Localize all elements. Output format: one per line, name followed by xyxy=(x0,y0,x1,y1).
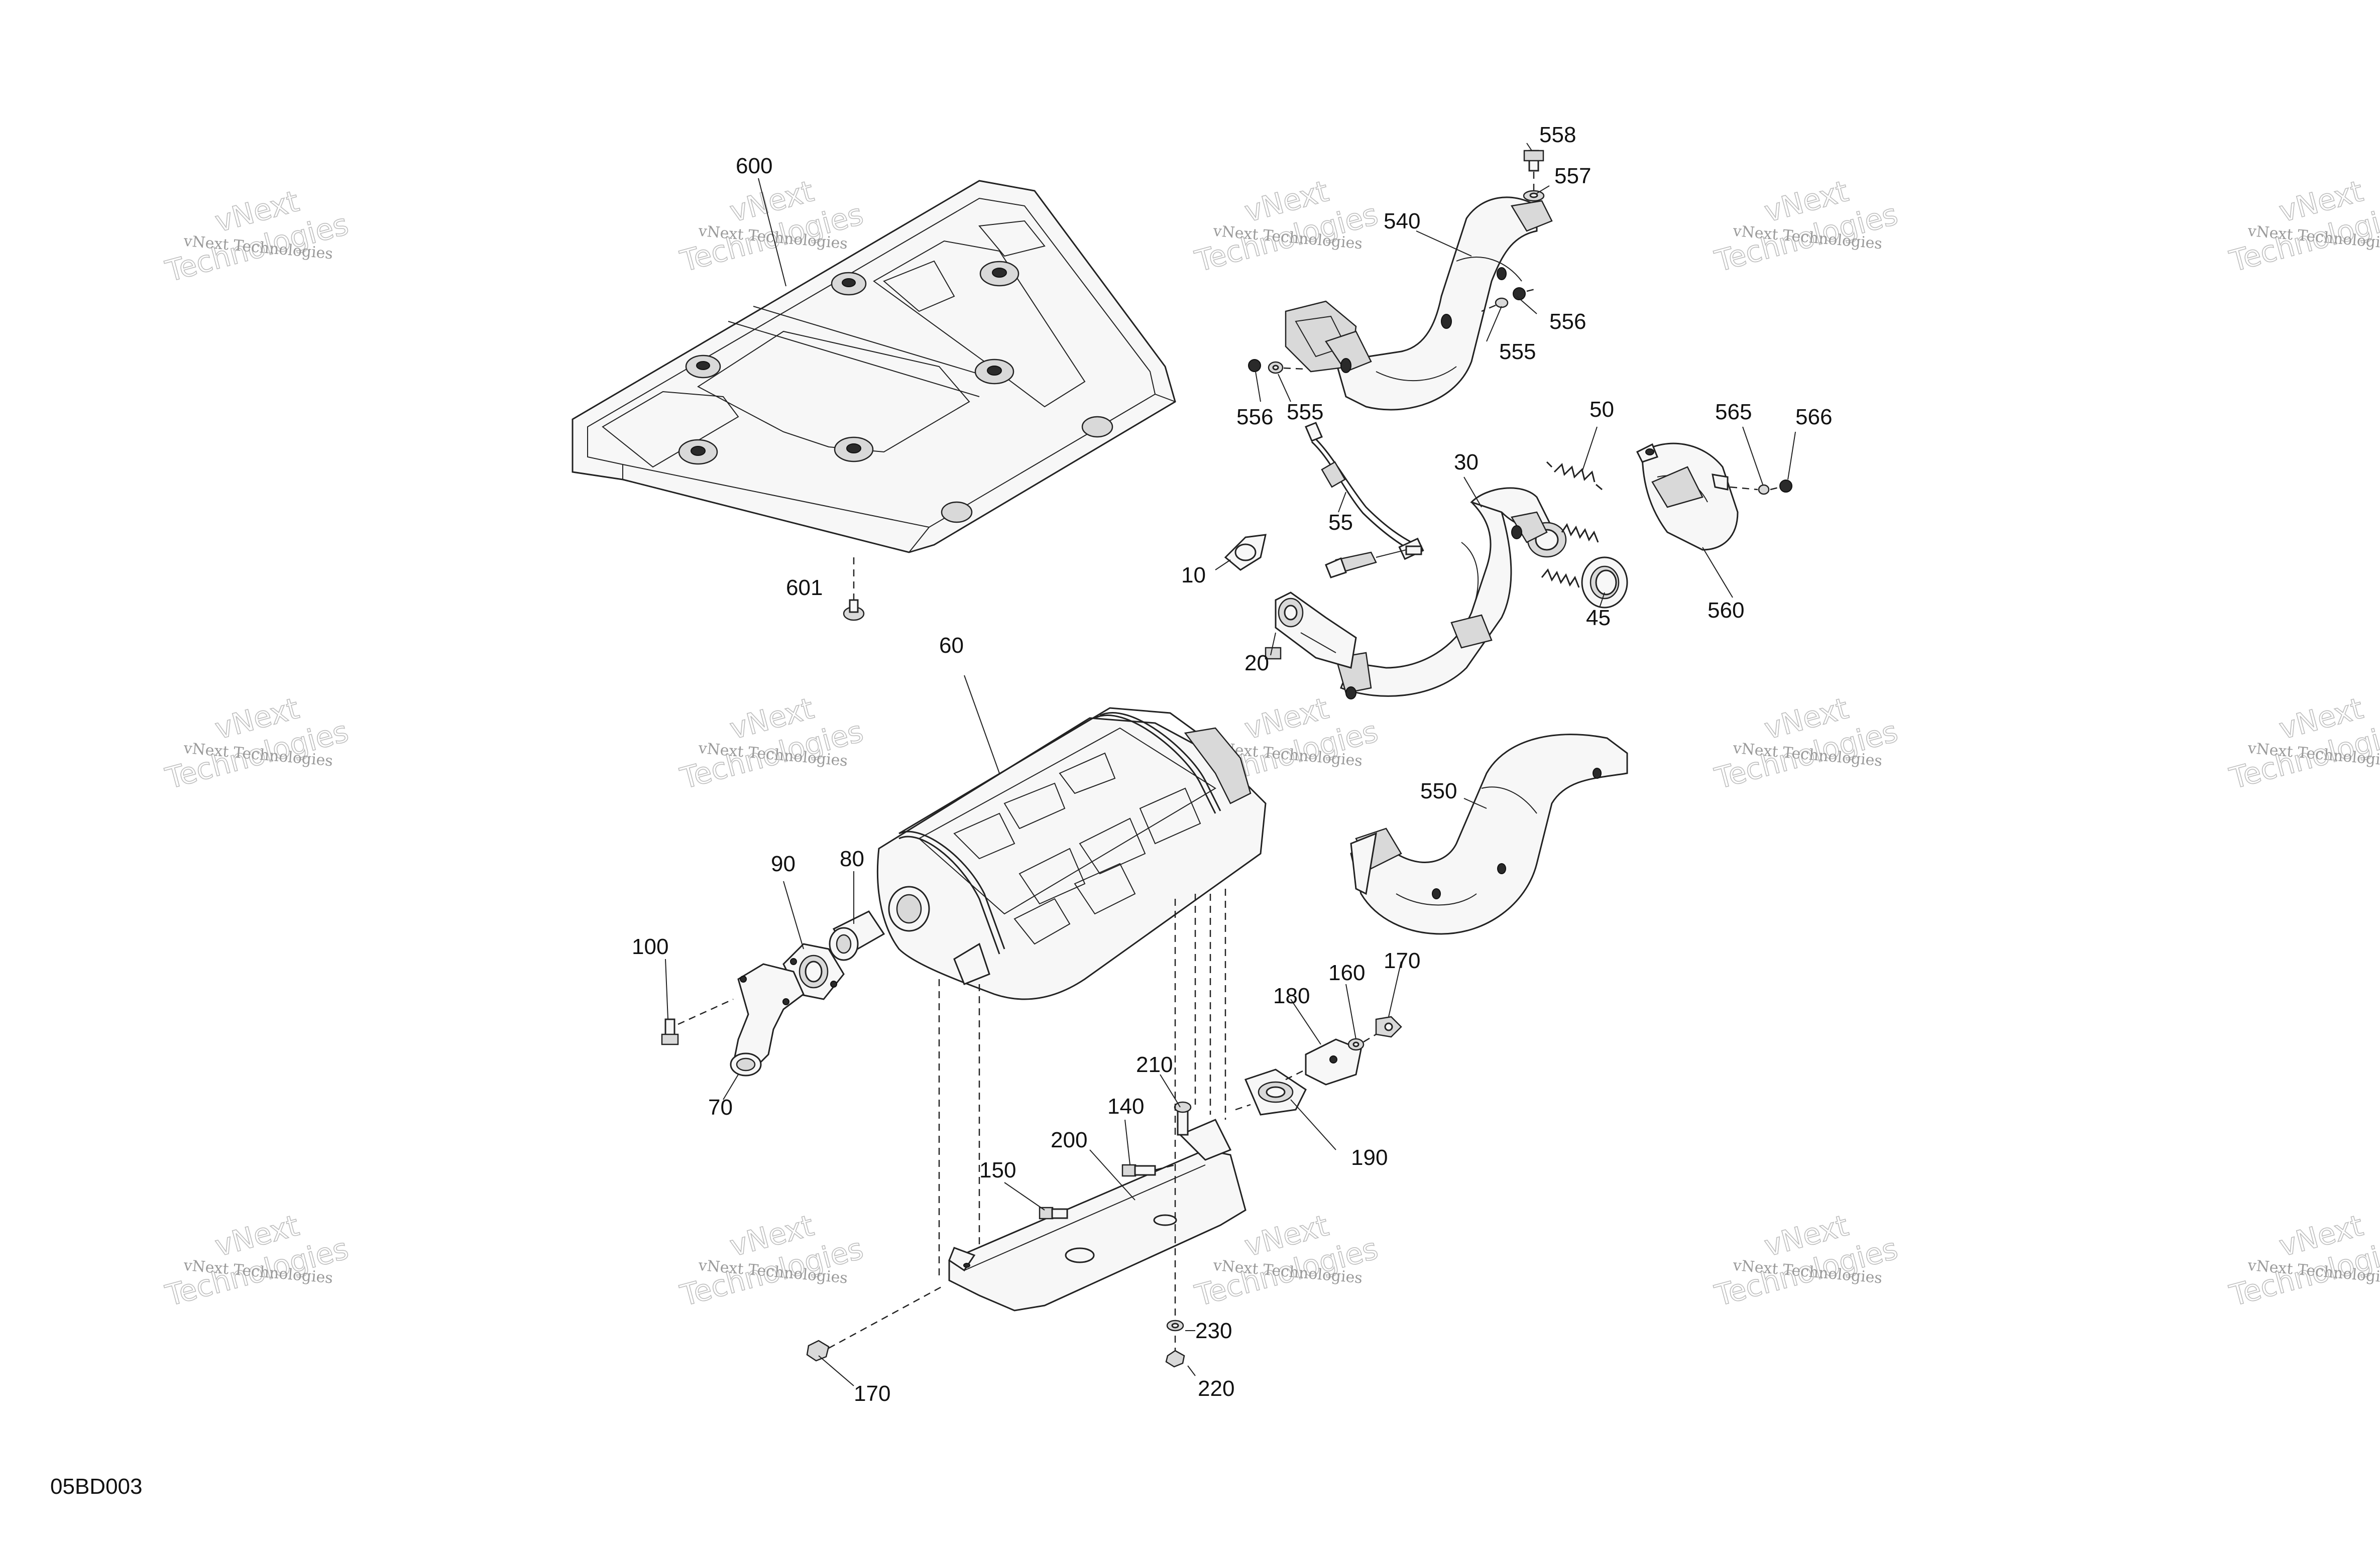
oxygen-sensor xyxy=(1305,422,1424,578)
flange-20 xyxy=(1265,591,1357,669)
exhaust-pipe-upper xyxy=(1285,196,1553,411)
watermark: Technologies vNext vNext Technologies xyxy=(676,690,867,796)
gasket-10 xyxy=(1224,534,1267,571)
callout-230: 230 xyxy=(1195,1319,1232,1343)
rubber-mount-190 xyxy=(1244,1069,1307,1116)
callout-170-lower: 170 xyxy=(854,1381,890,1406)
callout-50: 50 xyxy=(1590,397,1614,422)
watermark: Technologies vNext vNext Technologies xyxy=(676,173,867,279)
callout-560: 560 xyxy=(1708,598,1744,623)
callout-100: 100 xyxy=(632,934,668,959)
callout-210: 210 xyxy=(1136,1052,1173,1077)
pipe-bolt-556-right xyxy=(1481,287,1537,312)
callout-30: 30 xyxy=(1454,450,1479,474)
callout-55: 55 xyxy=(1328,510,1353,535)
watermark: Technologies vNext vNext Technologies xyxy=(2225,173,2380,279)
callout-220: 220 xyxy=(1198,1376,1234,1401)
washer-160 xyxy=(1347,1038,1365,1051)
callout-566: 566 xyxy=(1795,405,1832,429)
watermark: Technologies vNext vNext Technologies xyxy=(1191,173,1382,279)
callout-45: 45 xyxy=(1586,606,1611,630)
watermark: Technologies vNext vNext Technologies xyxy=(2225,690,2380,796)
callout-170-upper: 170 xyxy=(1384,948,1420,973)
callout-80: 80 xyxy=(840,847,864,871)
watermark: Technologies vNext vNext Technologies xyxy=(1711,1208,1901,1313)
callout-180: 180 xyxy=(1273,984,1310,1008)
nut-170-upper xyxy=(1363,1016,1402,1043)
watermark: Technologies vNext vNext Technologies xyxy=(1711,173,1901,279)
callout-10: 10 xyxy=(1181,563,1206,587)
callout-565: 565 xyxy=(1715,400,1752,424)
tail-pipe-70 xyxy=(730,963,805,1077)
callout-600: 600 xyxy=(736,154,772,178)
ring-seal-45 xyxy=(1581,556,1628,609)
leader-lines xyxy=(665,143,1796,1386)
callout-90: 90 xyxy=(771,852,796,876)
callout-550: 550 xyxy=(1420,779,1457,803)
callout-557: 557 xyxy=(1554,164,1591,188)
callout-20: 20 xyxy=(1244,651,1269,675)
figure-code: 05BD003 xyxy=(50,1474,142,1499)
callout-558: 558 xyxy=(1539,123,1576,147)
exhaust-pipe-shield-550 xyxy=(1350,734,1628,935)
bolt-150 xyxy=(1039,1207,1068,1220)
watermark: Technologies vNext vNext Technologies xyxy=(676,1208,867,1313)
muffler-bracket-200 xyxy=(948,1119,1246,1312)
callout-190: 190 xyxy=(1351,1145,1388,1170)
watermark: Technologies vNext vNext Technologies xyxy=(2225,1208,2380,1313)
callout-556-left: 556 xyxy=(1236,405,1273,429)
callout-555-left: 555 xyxy=(1287,400,1323,424)
callout-150: 150 xyxy=(979,1158,1016,1182)
heat-shield-plate xyxy=(572,180,1176,553)
springs-45 xyxy=(1541,523,1599,588)
muffler xyxy=(876,707,1267,1000)
callout-labels: 600 601 558 557 540 556 555 556 555 50 5… xyxy=(632,123,1832,1406)
callout-556-right: 556 xyxy=(1549,309,1586,334)
nut-170-lower xyxy=(806,1284,945,1362)
callout-160: 160 xyxy=(1328,961,1365,985)
spring-50 xyxy=(1546,461,1603,491)
callout-140: 140 xyxy=(1107,1094,1144,1119)
heat-shield-screw xyxy=(843,557,865,621)
watermark: Technologies vNext vNext Technologies xyxy=(161,690,352,796)
pipe-heat-shield-560 xyxy=(1636,442,1739,551)
nut-220 xyxy=(1165,1350,1185,1368)
washer-230 xyxy=(1166,1320,1184,1332)
callout-70: 70 xyxy=(708,1095,733,1120)
watermark-layer: Technologies vNext vNext Technologies Te… xyxy=(161,173,2380,1313)
rubber-bushing-180 xyxy=(1305,1038,1362,1086)
stud-210 xyxy=(1174,1101,1192,1136)
callout-540: 540 xyxy=(1384,209,1420,233)
watermark: Technologies vNext vNext Technologies xyxy=(161,1208,352,1313)
assembly-lines xyxy=(938,889,1306,1351)
bolt-140 xyxy=(1121,1164,1176,1177)
callout-200: 200 xyxy=(1051,1128,1087,1152)
pipe-sleeve-80 xyxy=(829,910,885,961)
bolt-100 xyxy=(661,998,734,1045)
watermark: Technologies vNext vNext Technologies xyxy=(1711,690,1901,796)
callout-555-right: 555 xyxy=(1499,339,1536,364)
callout-601: 601 xyxy=(786,575,823,600)
callout-60: 60 xyxy=(939,633,964,658)
pipe-bolt-556-left xyxy=(1248,359,1306,374)
shield-bolt-565 xyxy=(1730,480,1792,495)
pipe-bolt-558 xyxy=(1523,150,1545,202)
watermark: Technologies vNext vNext Technologies xyxy=(161,183,352,289)
